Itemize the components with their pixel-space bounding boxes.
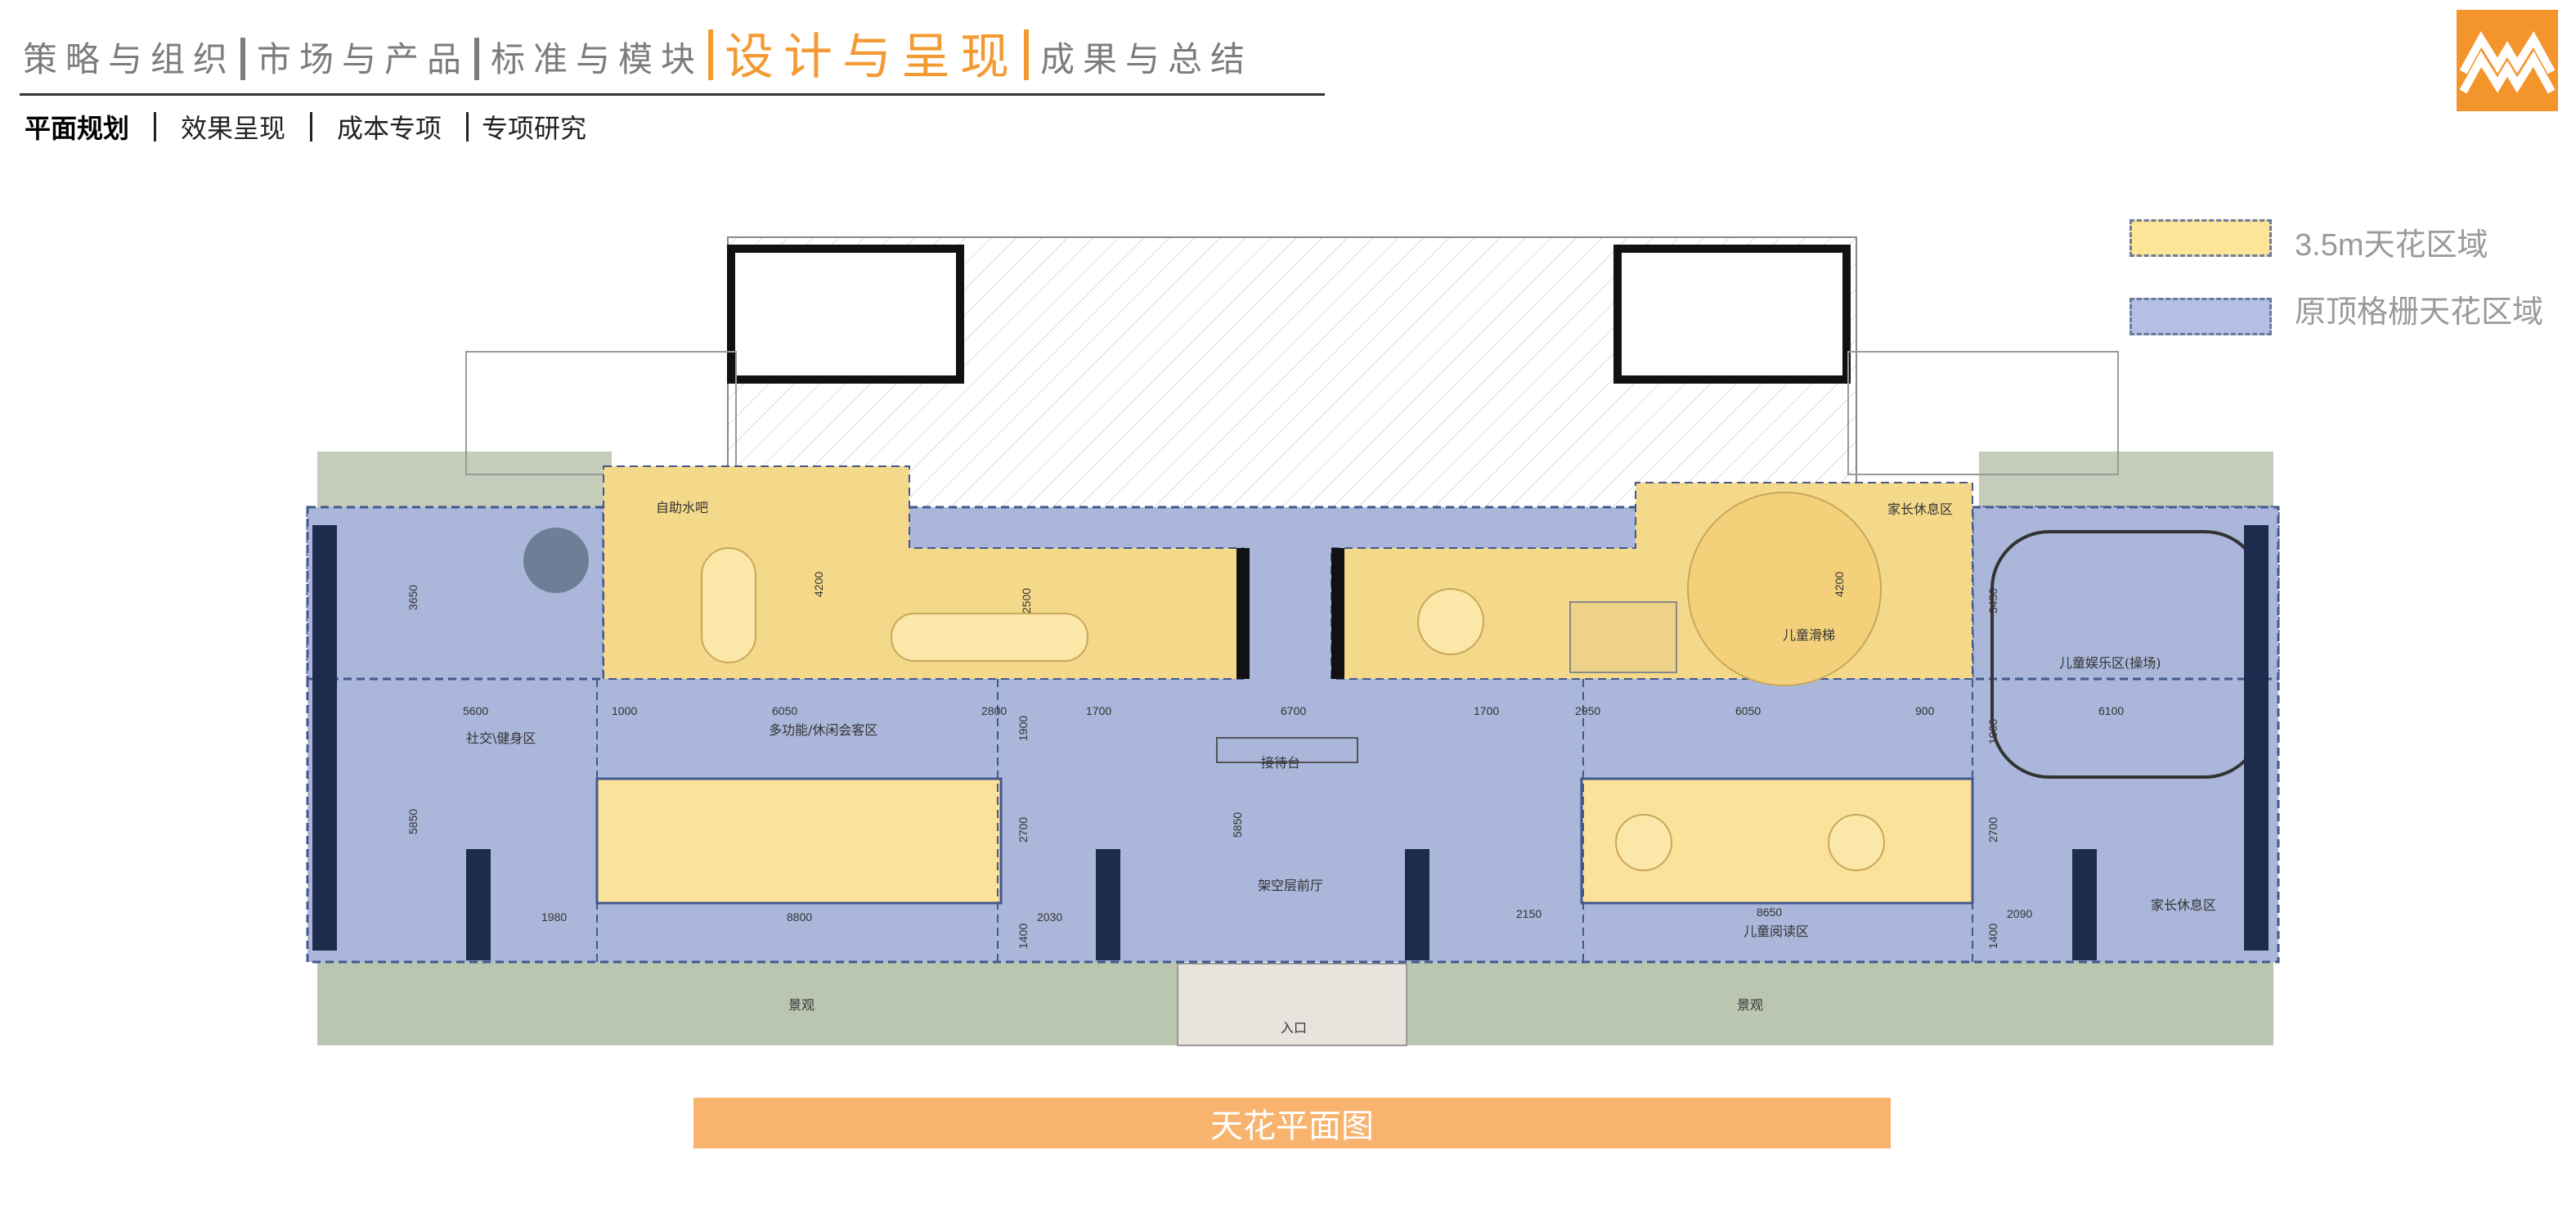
- dim-1000: 1000: [612, 704, 637, 717]
- dim-1700-left: 1700: [1086, 704, 1111, 717]
- stair-left: [727, 245, 964, 384]
- dim-8650: 8650: [1757, 906, 1782, 919]
- dim-v-5850-left: 5850: [406, 809, 420, 834]
- subnav-divider: [154, 112, 157, 142]
- ceiling-floor-plan: 自助水吧 家长休息区 儿童滑梯 儿童娱乐区(操场) 社交\健身区 多功能/休闲会…: [306, 236, 2280, 1046]
- label-lobby: 架空层前厅: [1258, 878, 1323, 893]
- nav-divider: [708, 29, 714, 80]
- label-landscape-right: 景观: [1737, 997, 1763, 1013]
- dim-v-3450: 3450: [1986, 588, 1999, 614]
- stair-right: [1613, 245, 1851, 384]
- label-parent-rest-bottom: 家长休息区: [2151, 897, 2216, 913]
- legend-label-blue: 原顶格栅天花区域: [2295, 295, 2544, 330]
- dim-900: 900: [1915, 704, 1935, 717]
- subnav-floor-plan[interactable]: 平面规划: [25, 113, 130, 144]
- dim-v-2500: 2500: [1020, 588, 1033, 614]
- dim-v-2700-right: 2700: [1986, 817, 1999, 843]
- section-nav: 策略与组织 市场与产品 标准与模块 设计与呈现 成果与总结: [23, 25, 1253, 82]
- tall-ceiling-zone-bottom-left: [595, 777, 1003, 905]
- nav-divider: [1024, 29, 1030, 80]
- legend-swatch-blue: [2129, 298, 2272, 335]
- plan-caption-bar: 天花平面图: [693, 1098, 1891, 1148]
- landscape-top-left: [317, 452, 612, 509]
- label-bar: 自助水吧: [656, 500, 708, 515]
- nav-strategy[interactable]: 策略与组织: [23, 39, 236, 79]
- subnav-rendering[interactable]: 效果呈现: [181, 113, 286, 144]
- subnav-divider: [310, 112, 313, 142]
- label-kids-play: 儿童娱乐区(操场): [2059, 655, 2161, 671]
- dim-2090: 2090: [2007, 907, 2032, 920]
- label-slide: 儿童滑梯: [1783, 627, 1835, 643]
- dim-v-1900-right: 1900: [1986, 719, 1999, 744]
- landscape-top-right: [1979, 452, 2273, 509]
- dim-6700: 6700: [1281, 704, 1306, 717]
- nav-design-active[interactable]: 设计与呈现: [725, 29, 1020, 86]
- label-reception: 接待台: [1261, 755, 1300, 771]
- dim-v-5850-center: 5850: [1231, 812, 1244, 838]
- label-entrance: 入口: [1281, 1020, 1307, 1036]
- label-multi-function: 多功能/休闲会客区: [769, 722, 877, 738]
- dim-v-3650: 3650: [406, 585, 420, 610]
- dim-v-1900-left: 1900: [1016, 716, 1030, 741]
- nav-standards[interactable]: 标准与模块: [491, 39, 704, 79]
- dim-v-2700-left: 2700: [1016, 817, 1030, 843]
- dim-v-1400-left: 1400: [1016, 924, 1030, 949]
- dim-v-4200-right: 4200: [1833, 572, 1846, 597]
- dim-1700-right: 1700: [1474, 704, 1499, 717]
- subnav-cost[interactable]: 成本专项: [337, 113, 442, 144]
- label-landscape-left: 景观: [788, 997, 815, 1013]
- nav-divider: [474, 38, 480, 80]
- landscape-bottom-right: [1407, 959, 2273, 1045]
- dim-2800: 2800: [981, 704, 1007, 717]
- dim-5600: 5600: [463, 704, 488, 717]
- entrance-zone: [1177, 963, 1407, 1046]
- nav-market[interactable]: 市场与产品: [257, 39, 470, 79]
- dim-2150: 2150: [1516, 907, 1542, 920]
- dim-2950: 2950: [1575, 704, 1600, 717]
- dim-v-1400-right: 1400: [1986, 924, 1999, 949]
- reception-desk: [1216, 737, 1358, 763]
- header-rule: [20, 93, 1325, 96]
- landscape-bottom-left: [317, 959, 1178, 1045]
- dim-v-4200-left: 4200: [812, 572, 825, 597]
- sub-nav: 平面规划 效果呈现 成本专项 专项研究: [25, 108, 586, 146]
- dim-6050-right: 6050: [1735, 704, 1761, 717]
- legend-swatch-yellow: [2129, 219, 2272, 257]
- label-kids-reading: 儿童阅读区: [1744, 924, 1809, 939]
- label-parent-rest-top: 家长休息区: [1887, 501, 1953, 517]
- subnav-research[interactable]: 专项研究: [482, 113, 587, 144]
- plan-caption: 天花平面图: [1210, 1108, 1374, 1145]
- nav-divider: [240, 38, 246, 80]
- label-social-fitness: 社交\健身区: [466, 730, 536, 746]
- nav-results[interactable]: 成果与总结: [1040, 39, 1254, 79]
- dim-1980: 1980: [541, 910, 567, 924]
- subnav-divider: [466, 112, 469, 142]
- legend-label-yellow: 3.5m天花区域: [2295, 228, 2488, 263]
- dim-2030: 2030: [1037, 910, 1062, 924]
- dim-6100: 6100: [2098, 704, 2124, 717]
- dim-6050-left: 6050: [772, 704, 797, 717]
- brand-logo-icon: [2457, 10, 2558, 111]
- dim-8800: 8800: [787, 910, 812, 924]
- tree-icon: [523, 528, 589, 593]
